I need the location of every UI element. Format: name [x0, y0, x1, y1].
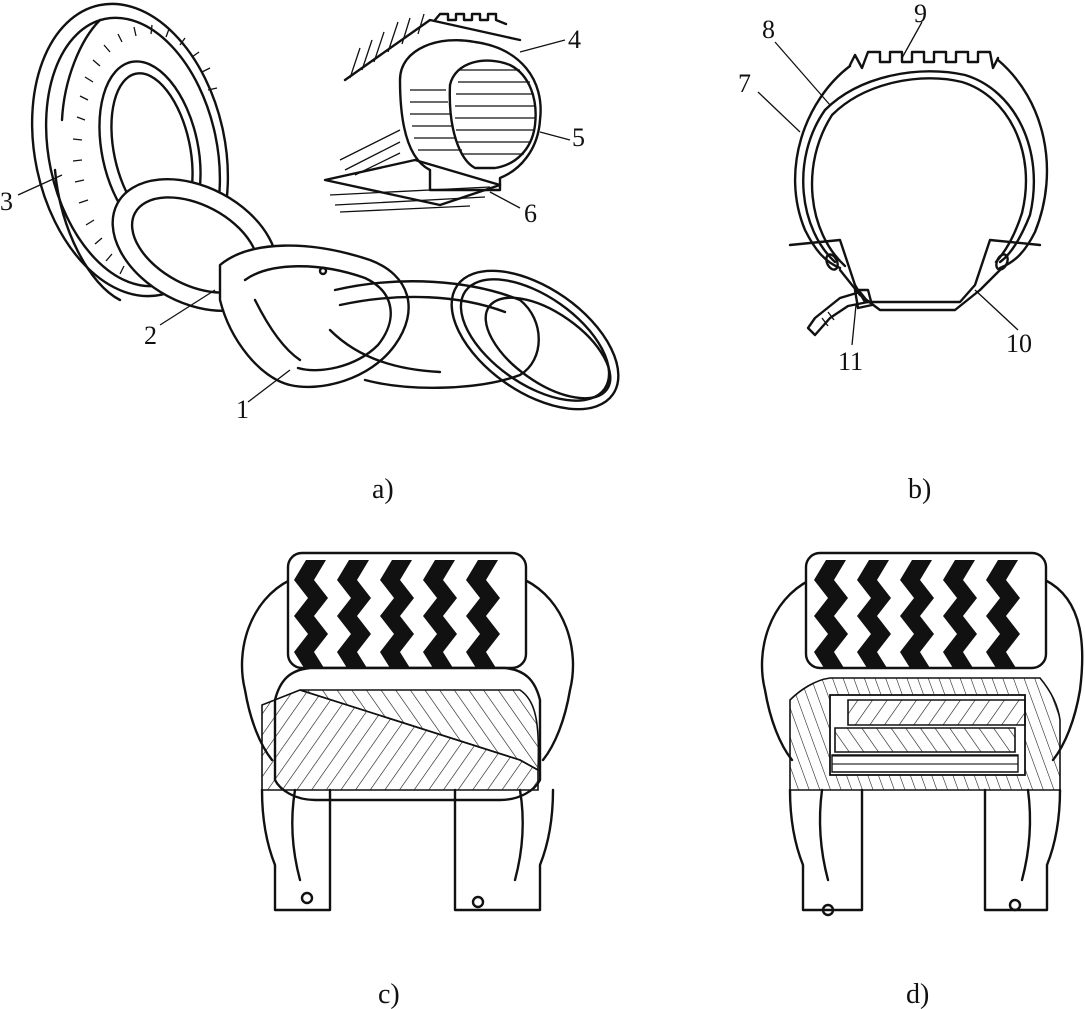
- label-1: 1: [236, 395, 249, 424]
- label-8: 8: [762, 15, 775, 44]
- panel-b-tubeless-section: 7 8 9 10 11 b): [738, 0, 1049, 505]
- panel-d-radial-ply-section: d): [760, 551, 1084, 1009]
- label-6: 6: [524, 199, 537, 228]
- caption-d: d): [906, 979, 929, 1009]
- panel-a-leaders: [17, 39, 571, 403]
- caption-b: b): [908, 474, 931, 505]
- label-5: 5: [572, 123, 585, 152]
- panel-b-leaders: [757, 21, 1019, 346]
- label-11: 11: [838, 347, 863, 376]
- panel-c-bias-ply-section: c): [240, 551, 575, 1009]
- lock-rings: [450, 269, 620, 411]
- valve-stem: [806, 288, 874, 337]
- tread-pattern: [294, 560, 500, 668]
- tire-section-detail: [323, 12, 542, 213]
- label-7: 7: [738, 69, 751, 98]
- panel-a-exploded-wheel: 1 2 3 4 5 6 a): [0, 2, 620, 505]
- label-3: 3: [0, 187, 13, 216]
- rim-flap: [218, 244, 410, 389]
- caption-c: c): [378, 979, 400, 1009]
- caption-a: a): [372, 474, 394, 505]
- label-4: 4: [568, 25, 581, 54]
- tread-pattern-d: [814, 560, 1020, 668]
- label-9: 9: [914, 0, 927, 28]
- label-2: 2: [144, 321, 157, 350]
- label-10: 10: [1006, 329, 1032, 358]
